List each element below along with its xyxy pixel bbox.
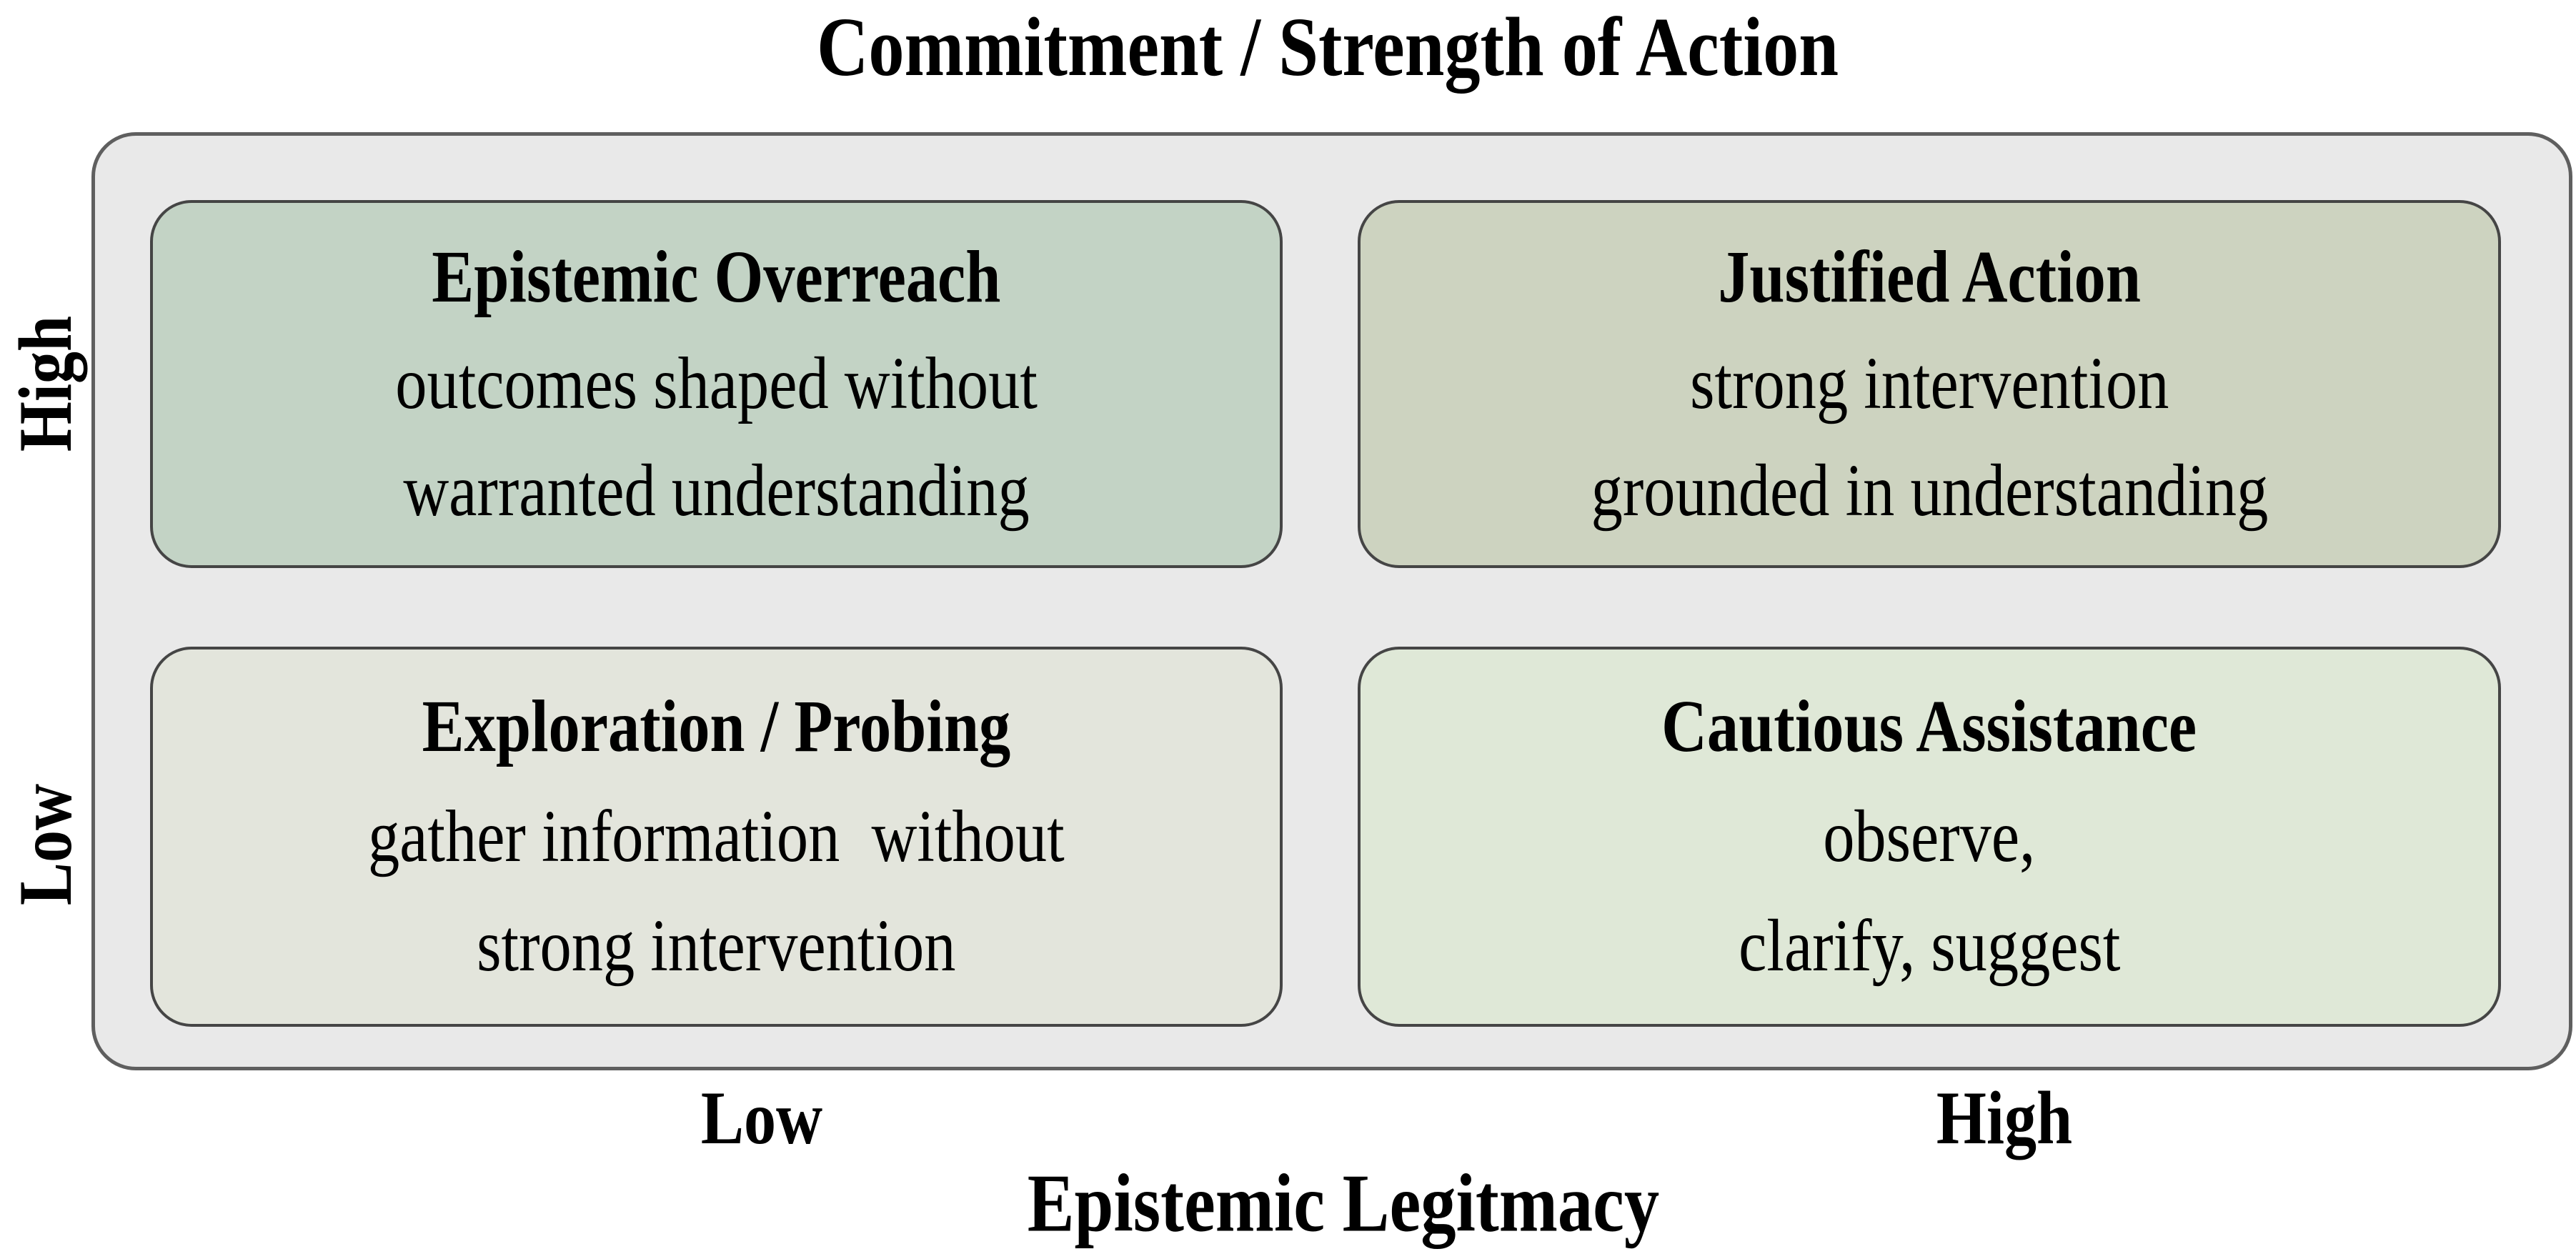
quadrant-panel: Epistemic Overreach outcomes shaped with… xyxy=(91,132,2572,1070)
y-axis-high-label-text: High xyxy=(4,315,87,452)
y-axis-low-label-text: Low xyxy=(4,783,87,906)
quadrant-epistemic-overreach: Epistemic Overreach outcomes shaped with… xyxy=(150,200,1283,568)
quadrant-cautious-assistance: Cautious Assistance observe, clarify, su… xyxy=(1358,647,2501,1027)
quadrant-heading: Exploration / Probing xyxy=(422,685,1011,768)
quadrant-heading: Justified Action xyxy=(1718,235,2141,318)
quadrant-description-line: warranted understanding xyxy=(403,449,1030,532)
quadrant-description-line: clarify, suggest xyxy=(1738,905,2121,987)
quadrant-heading: Epistemic Overreach xyxy=(432,235,1001,318)
y-axis-title-text: Commitment / Strength of Action xyxy=(816,0,1839,94)
quadrant-exploration-probing: Exploration / Probing gather information… xyxy=(150,647,1283,1027)
quadrant-heading: Cautious Assistance xyxy=(1661,685,2197,768)
x-axis-high-label-text: High xyxy=(1936,1076,2073,1160)
x-axis-low-label-text: Low xyxy=(700,1076,823,1160)
quadrant-description-line: observe, xyxy=(1823,795,2036,877)
quadrant-description-line: strong intervention xyxy=(1689,342,2169,425)
quadrant-description-line: outcomes shaped without xyxy=(395,342,1038,425)
quadrant-description-line: gather information without xyxy=(368,795,1065,877)
quadrant-justified-action: Justified Action strong intervention gro… xyxy=(1358,200,2501,568)
quadrant-description-line: grounded in understanding xyxy=(1591,449,2268,532)
quadrant-description-line: strong intervention xyxy=(477,905,956,987)
x-axis-title-text: Epistemic Legitmacy xyxy=(1027,1158,1660,1250)
